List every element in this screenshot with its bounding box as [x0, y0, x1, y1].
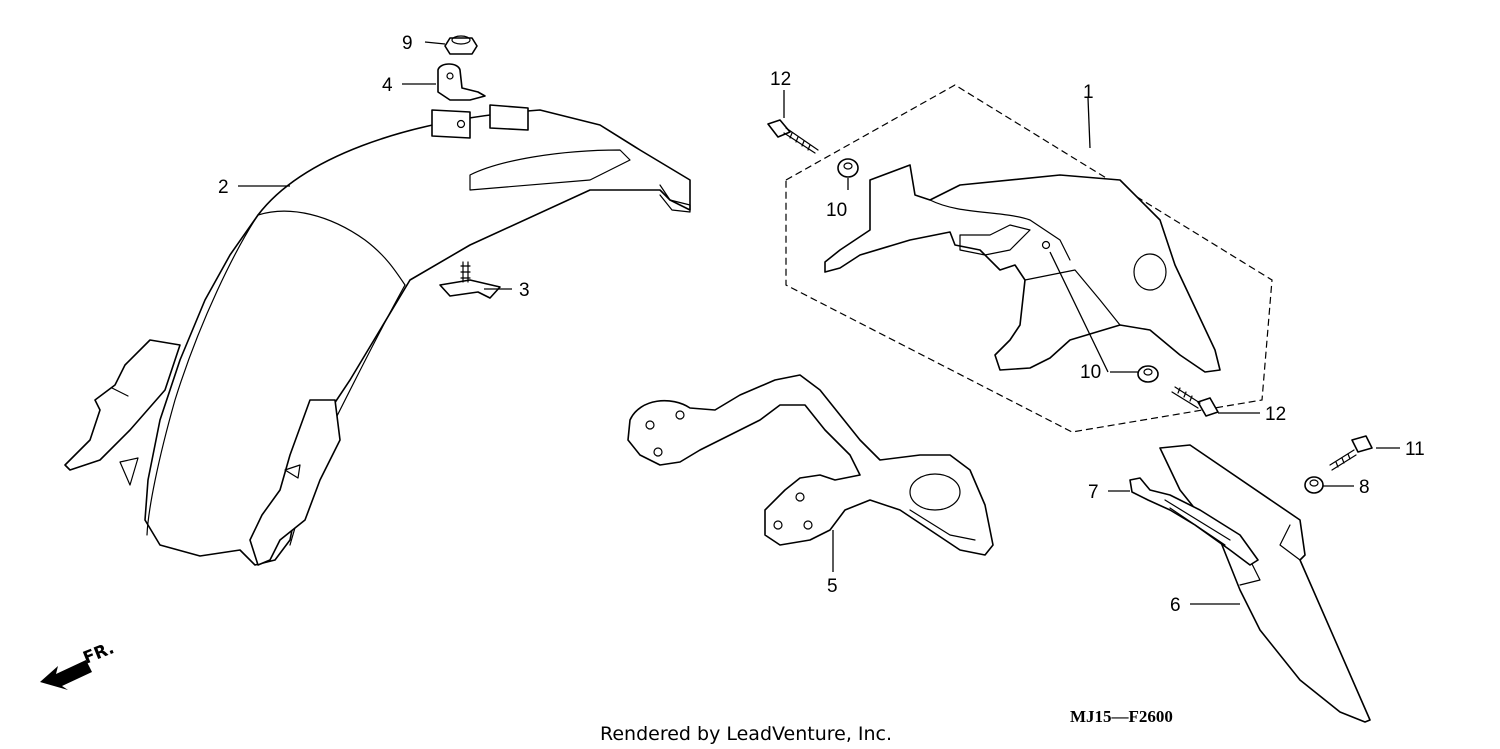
callout-11: 11	[1405, 439, 1425, 460]
callout-7: 7	[1088, 482, 1099, 503]
callout-8: 8	[1359, 477, 1370, 498]
reflector-bracket-part-7[interactable]	[1129, 477, 1259, 566]
clip-part-3[interactable]	[439, 261, 501, 299]
callout-2: 2	[218, 177, 229, 198]
callout-10-upper: 10	[826, 200, 847, 221]
callout-1: 1	[1083, 82, 1094, 103]
leader-lines	[238, 41, 1400, 605]
callout-12-upper: 12	[770, 69, 791, 90]
rear-fender-part-2[interactable]	[64, 104, 691, 566]
diagram-code: MJ15—F2600	[1070, 707, 1173, 726]
bolt-part-12-lower[interactable]	[1171, 386, 1219, 417]
nut-part-9[interactable]	[444, 35, 478, 55]
callout-4: 4	[382, 75, 393, 96]
callout-9: 9	[402, 33, 413, 54]
grommet-part-10-upper[interactable]	[837, 158, 859, 178]
callout-3: 3	[519, 280, 530, 301]
front-arrow-icon	[40, 660, 92, 690]
callout-12-lower: 12	[1265, 404, 1286, 425]
bracket-part-4[interactable]	[437, 63, 486, 101]
grommet-part-10-lower[interactable]	[1137, 365, 1159, 383]
screw-part-11[interactable]	[1329, 435, 1373, 471]
license-bracket-part-5[interactable]	[627, 374, 994, 556]
callout-6: 6	[1170, 595, 1181, 616]
render-credit: Rendered by LeadVenture, Inc.	[600, 723, 892, 745]
seat-cowl-assembly-part-1[interactable]	[785, 84, 1273, 433]
bolt-part-12-upper[interactable]	[767, 119, 819, 154]
collar-part-8[interactable]	[1304, 476, 1324, 494]
callout-5: 5	[827, 576, 838, 597]
callout-10-lower: 10	[1080, 362, 1101, 383]
front-direction-indicator: FR.	[40, 638, 117, 690]
front-label: FR.	[80, 638, 117, 668]
